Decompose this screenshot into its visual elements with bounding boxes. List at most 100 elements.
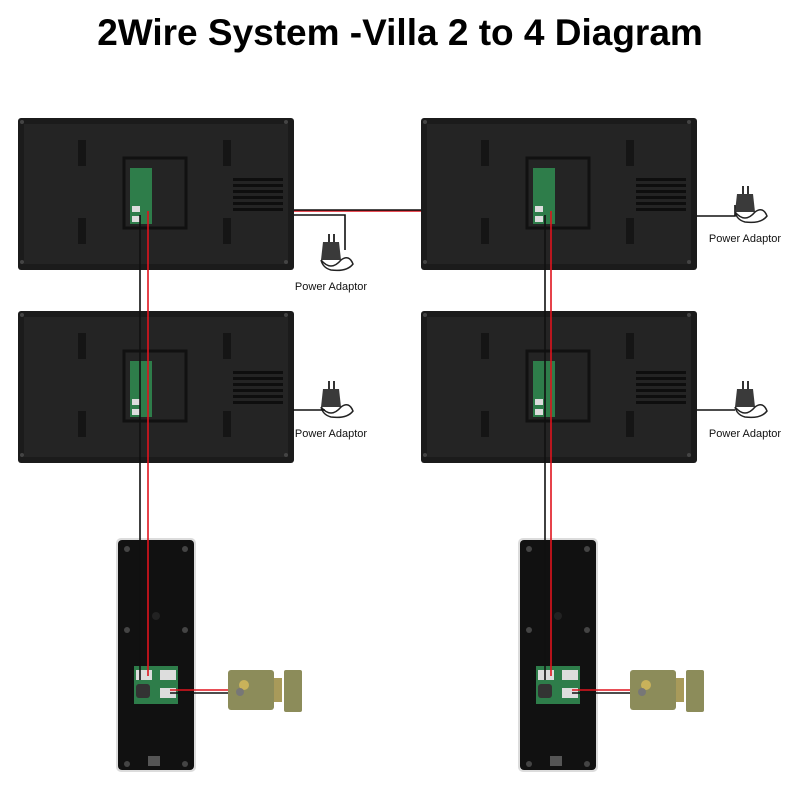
terminal (535, 399, 543, 405)
indoor-monitor-1 (18, 118, 294, 270)
terminal (535, 206, 543, 212)
lock-button (236, 688, 244, 696)
mount-slot (626, 333, 634, 359)
terminal (132, 206, 140, 212)
screw (20, 453, 24, 457)
screw (284, 120, 288, 124)
mount-slot (78, 411, 86, 437)
vent-slot (233, 190, 283, 193)
vent-slot (233, 401, 283, 404)
screw (423, 260, 427, 264)
plug-pin (328, 234, 330, 242)
mount-slot (626, 218, 634, 244)
terminal (136, 670, 152, 680)
terminal (132, 216, 140, 222)
screw (687, 120, 691, 124)
electric-lock-2 (630, 670, 704, 712)
vent-slot (636, 371, 686, 374)
screw (284, 260, 288, 264)
door-station-back (118, 540, 194, 770)
lock-strike (284, 670, 302, 712)
lock-body (228, 670, 274, 710)
screw (284, 453, 288, 457)
door-station-2 (518, 538, 598, 772)
terminal (160, 670, 176, 680)
mount-slot (223, 218, 231, 244)
indoor-monitor-2 (421, 118, 697, 270)
adaptor-body (321, 242, 341, 260)
mount-slot (223, 411, 231, 437)
lock-bolt (676, 678, 684, 702)
power-adaptor-4: Power Adaptor (709, 381, 781, 440)
screw (423, 453, 427, 457)
diagram-title: 2Wire System -Villa 2 to 4 Diagram (97, 12, 703, 53)
terminal (160, 688, 176, 698)
terminal (562, 688, 578, 698)
screw (20, 260, 24, 264)
lock-strike (686, 670, 704, 712)
screw (526, 627, 532, 633)
terminal (132, 409, 140, 415)
adaptor-cable (734, 209, 768, 224)
door-station-back (520, 540, 596, 770)
mount-slot (481, 218, 489, 244)
indoor-monitor-3 (18, 311, 294, 463)
vent-slot (636, 383, 686, 386)
screw (124, 627, 130, 633)
mic-hole (152, 612, 160, 620)
board-recess (122, 349, 188, 423)
plug-pin (333, 234, 335, 242)
power-adaptor-label: Power Adaptor (709, 428, 781, 440)
lock-bolt (274, 678, 282, 702)
terminal (535, 409, 543, 415)
vent-slot (636, 395, 686, 398)
vent-slot (636, 377, 686, 380)
vent-slot (233, 389, 283, 392)
terminal (538, 670, 554, 680)
adaptor-body (735, 389, 755, 407)
key-cylinder (641, 680, 651, 690)
indoor-monitor-4 (421, 311, 697, 463)
vent-slot (233, 377, 283, 380)
vent-slot (233, 178, 283, 181)
plug-pin (333, 381, 335, 389)
lock-button (638, 688, 646, 696)
sensor (148, 756, 160, 766)
vent-slot (233, 371, 283, 374)
vent-slot (636, 401, 686, 404)
vent-slot (233, 395, 283, 398)
power-adaptor-3: Power Adaptor (295, 381, 367, 440)
mount-slot (223, 333, 231, 359)
mount-slot (481, 140, 489, 166)
mount-slot (78, 218, 86, 244)
screw (284, 313, 288, 317)
screw (584, 627, 590, 633)
screw (526, 761, 532, 767)
screw (124, 546, 130, 552)
board-recess (122, 156, 188, 230)
screw (423, 313, 427, 317)
adaptor-cable (320, 257, 354, 272)
vent-slot (233, 184, 283, 187)
electric-lock-1 (228, 670, 302, 712)
screw (687, 260, 691, 264)
vent-slot (636, 178, 686, 181)
adaptor-cable (320, 404, 354, 419)
lock-body (630, 670, 676, 710)
inductor (136, 684, 150, 698)
vent-slot (636, 196, 686, 199)
vent-slot (233, 196, 283, 199)
vent-slot (233, 202, 283, 205)
inductor (538, 684, 552, 698)
key-cylinder (239, 680, 249, 690)
terminal (535, 216, 543, 222)
power-adaptor-label: Power Adaptor (295, 428, 367, 440)
vent-slot (233, 208, 283, 211)
screw (182, 546, 188, 552)
adaptor-body (321, 389, 341, 407)
vent-slot (636, 389, 686, 392)
screw (20, 313, 24, 317)
mount-slot (78, 333, 86, 359)
plug-pin (742, 381, 744, 389)
